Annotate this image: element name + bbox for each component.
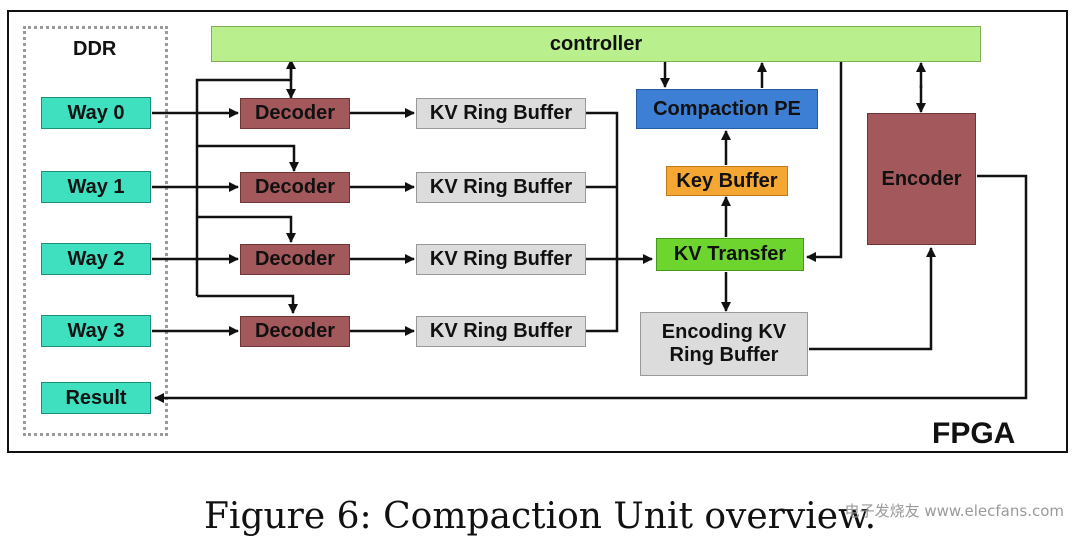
result-box: Result	[41, 382, 151, 414]
way-2-box: Way 2	[41, 243, 151, 275]
encoder-box: Encoder	[867, 113, 976, 245]
kv-ring-buffer-3-box: KV Ring Buffer	[416, 316, 586, 347]
kv-ring-buffer-0-box: KV Ring Buffer	[416, 98, 586, 129]
ddr-region	[23, 26, 168, 436]
controller-box: controller	[211, 26, 981, 62]
way-1-box: Way 1	[41, 171, 151, 203]
way-0-box: Way 0	[41, 97, 151, 129]
ddr-label: DDR	[73, 38, 117, 60]
kv-transfer-box: KV Transfer	[656, 238, 804, 271]
encoding-kv-ring-buffer-box: Encoding KV Ring Buffer	[640, 312, 808, 376]
fpga-frame	[7, 10, 1068, 453]
decoder-1-box: Decoder	[240, 172, 350, 203]
decoder-0-box: Decoder	[240, 98, 350, 129]
key-buffer-box: Key Buffer	[666, 166, 788, 196]
compaction-pe-box: Compaction PE	[636, 89, 818, 129]
decoder-3-box: Decoder	[240, 316, 350, 347]
kv-ring-buffer-1-box: KV Ring Buffer	[416, 172, 586, 203]
figure-caption: Figure 6: Compaction Unit overview.	[203, 496, 877, 537]
kv-ring-buffer-2-box: KV Ring Buffer	[416, 244, 586, 275]
decoder-2-box: Decoder	[240, 244, 350, 275]
watermark: 电子发烧友 www.elecfans.com	[844, 502, 1064, 520]
fpga-label: FPGA	[932, 417, 1016, 450]
way-3-box: Way 3	[41, 315, 151, 347]
